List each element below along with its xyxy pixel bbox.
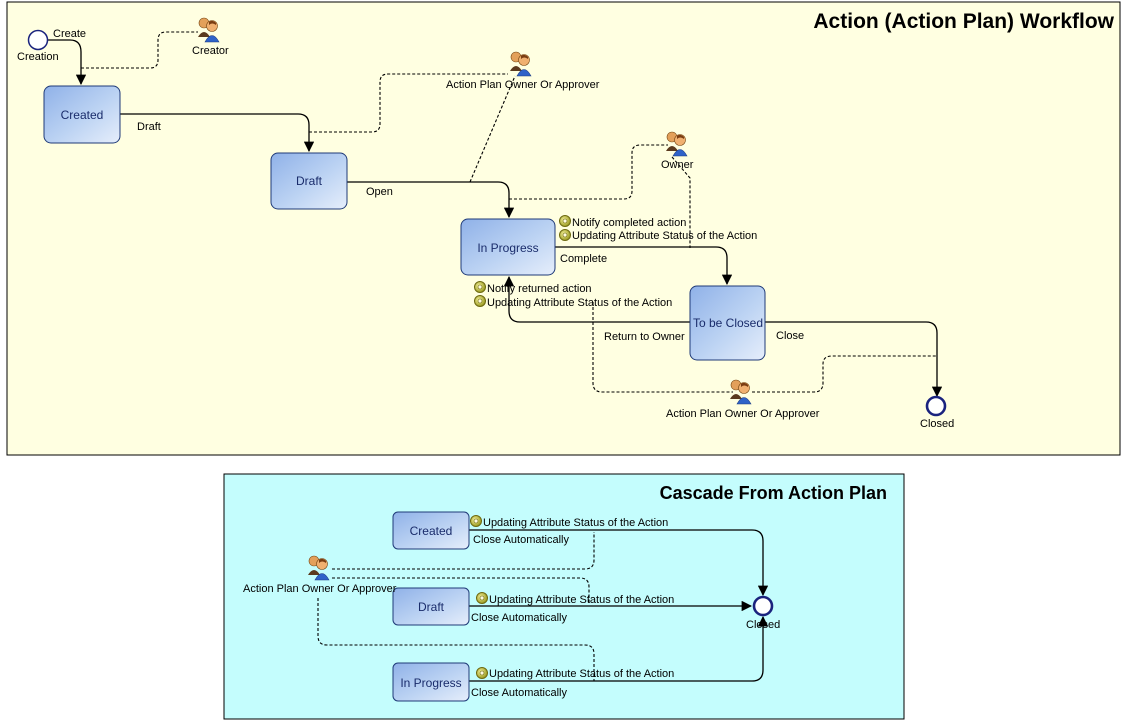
assoc-cascade-draft [332,577,590,604]
cascade-end-label: Closed [746,619,780,631]
gear-icon [474,295,486,307]
transition-cascade-inprogress [469,615,769,682]
transition-return [503,275,690,323]
cascade-state-created-label: Created [410,524,453,538]
cascade-state-in-progress[interactable]: In Progress [392,662,470,702]
gear-icon [476,592,488,604]
state-draft-label: Draft [296,174,323,188]
transition-open-label: Open [366,186,393,198]
transition-draft-label: Draft [137,121,161,133]
actor-creator-label: Creator [192,45,229,57]
cascade-transition-2: Close Automatically [471,612,567,624]
transition-complete-label: Complete [560,253,607,265]
gear-icon [476,667,488,679]
gear-icon [474,281,486,293]
cascade-state-draft[interactable]: Draft [392,587,470,626]
transition-close-label: Close [776,330,804,342]
transition-open [347,181,515,219]
actor-approver-top: Action Plan Owner Or Approver [446,51,600,91]
gear-icon [470,515,482,527]
state-in-progress[interactable]: In Progress [460,218,556,276]
gear-icon [559,215,571,227]
actor-approver-bottom: Action Plan Owner Or Approver [666,379,820,420]
state-to-be-closed[interactable]: To be Closed [689,285,766,361]
actor-approver-bottom-label: Action Plan Owner Or Approver [666,408,820,420]
cascade-action-3: Updating Attribute Status of the Action [489,668,674,680]
transition-create [48,39,87,86]
cascade-action-1: Updating Attribute Status of the Action [483,517,668,529]
state-created-label: Created [61,108,104,122]
cascade-title: Cascade From Action Plan [660,483,887,503]
transition-return-label: Return to Owner [604,331,685,343]
gear-icon [559,229,571,241]
assoc-cascade-created [332,532,595,570]
assoc-approver-bottom [592,302,733,393]
cascade-state-created[interactable]: Created [392,511,470,550]
cascade-action-2: Updating Attribute Status of the Action [489,594,674,606]
assoc-cascade-inprogress [317,598,595,681]
action-notify-completed: Notify completed action [572,217,686,229]
assoc-approver-top [309,73,508,133]
action-notify-returned: Notify returned action [487,283,592,295]
start-node: Creation [17,29,59,63]
cascade-end-node: Closed [746,595,780,631]
end-node: Closed [920,395,954,430]
cascade-transition-3: Close Automatically [471,687,567,699]
action-updating-status-1: Updating Attribute Status of the Action [572,230,757,242]
assoc-owner-inprogress [509,144,668,200]
cascade-state-draft-label: Draft [418,600,445,614]
state-draft[interactable]: Draft [270,152,348,210]
cascade-actor: Action Plan Owner Or Approver [243,555,397,595]
transition-complete [555,246,733,286]
actor-owner: Owner [661,131,694,171]
main-panel [6,1,1121,456]
main-title: Action (Action Plan) Workflow [813,10,1114,33]
assoc-approver-open [469,75,516,183]
state-to-be-closed-label: To be Closed [693,316,763,330]
assoc-owner-complete [671,156,691,248]
transition-draft [120,113,315,153]
assoc-approver-close [752,355,937,393]
transition-cascade-created [469,529,769,597]
transition-close [765,321,943,398]
cascade-panel [223,473,905,720]
start-label: Creation [17,51,59,63]
cascade-actor-label: Action Plan Owner Or Approver [243,583,397,595]
cascade-state-in-progress-label: In Progress [400,676,461,690]
assoc-creator [81,31,198,69]
actor-creator: Creator [192,17,229,57]
transition-create-label: Create [53,28,86,40]
end-label: Closed [920,418,954,430]
actor-owner-label: Owner [661,159,694,171]
state-in-progress-label: In Progress [477,241,538,255]
cascade-transition-1: Close Automatically [473,534,569,546]
state-created[interactable]: Created [43,85,121,144]
action-updating-status-2: Updating Attribute Status of the Action [487,297,672,309]
actor-approver-top-label: Action Plan Owner Or Approver [446,79,600,91]
